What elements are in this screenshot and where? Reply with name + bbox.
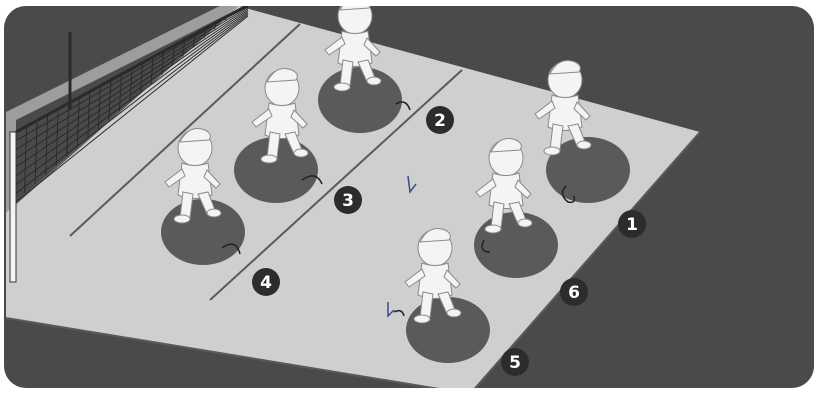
position-number: 5	[509, 353, 521, 373]
position-2-spot	[318, 67, 402, 133]
position-badge: 1	[618, 210, 646, 238]
position-number: 1	[626, 215, 638, 235]
net-post-front	[10, 132, 16, 282]
position-badge: 6	[560, 278, 588, 306]
position-badge: 2	[426, 106, 454, 134]
position-badge: 5	[501, 348, 529, 376]
position-number: 2	[434, 111, 446, 131]
position-number: 4	[260, 273, 272, 293]
position-6-spot	[474, 212, 558, 278]
position-number: 3	[342, 191, 354, 211]
position-badge: 3	[334, 186, 362, 214]
position-number: 6	[568, 283, 580, 303]
position-badge: 4	[252, 268, 280, 296]
position-4-spot	[161, 199, 245, 265]
court-scene: 1 2 3 4 5 6	[4, 0, 814, 394]
